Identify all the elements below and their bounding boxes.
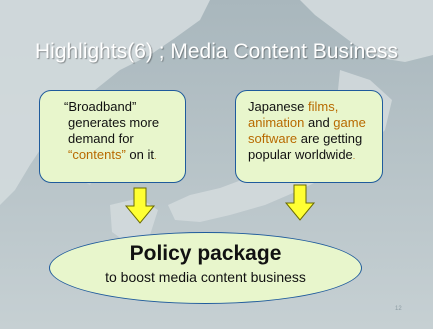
- box-right-line-1: Japanese films,: [248, 99, 376, 115]
- japanese-content-callout-box: Japanese films, animation and game softw…: [235, 90, 383, 183]
- japanese-text: Japanese: [248, 99, 308, 114]
- page-number: 12: [395, 306, 402, 312]
- box-left-line-2: generates more: [68, 115, 160, 130]
- box-right-line-3: software are getting: [248, 131, 376, 147]
- policy-package-subtitle: to boost media content business: [105, 269, 306, 285]
- box-right-line-2: animation and game: [248, 115, 376, 131]
- policy-package-ellipse: Policy package to boost media content bu…: [49, 232, 362, 304]
- period-text: .: [352, 151, 356, 161]
- software-text: software: [248, 131, 298, 146]
- box-left-line-3: demand for: [68, 131, 134, 146]
- period-text: .: [154, 151, 157, 161]
- slide-title: Highlights(6) ; Media Content Business: [34, 40, 398, 63]
- policy-package-title: Policy package: [129, 242, 282, 265]
- game-text: game: [333, 115, 366, 130]
- box-right-line-4: popular worldwide.: [248, 147, 376, 164]
- popular-worldwide-text: popular worldwide: [248, 147, 353, 162]
- arrow-right-down: [284, 184, 316, 221]
- broadband-callout-box: “Broadband” generates more demand for “c…: [39, 90, 186, 183]
- films-text: films,: [308, 99, 339, 114]
- contents-quoted-text: “contents”: [68, 147, 126, 162]
- animation-text: animation: [248, 115, 305, 130]
- are-getting-text: are getting: [297, 131, 363, 146]
- and-text: and: [304, 115, 334, 130]
- box-left-line-1: “Broadband”: [64, 99, 137, 114]
- arrow-left-down: [124, 187, 156, 224]
- box-left-line-4: “contents” on it.: [64, 147, 179, 164]
- on-it-text: on it: [125, 147, 154, 162]
